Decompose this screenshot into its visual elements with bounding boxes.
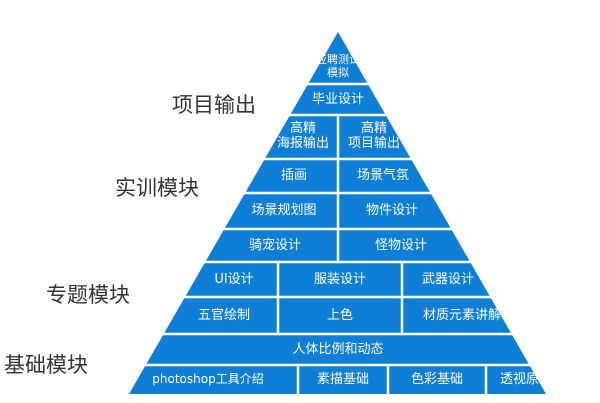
tier-label-basic: 基础模块 (4, 353, 88, 377)
cell-project-output: 高精 项目输出 (347, 121, 400, 151)
tier-label-training: 实训模块 (115, 176, 199, 200)
cell-mount: 骑宠设计 (248, 237, 301, 253)
cell-scene-plan: 场景规划图 (251, 203, 317, 219)
cell-anatomy: 人体比例和动态 (292, 341, 384, 357)
cell-illustration: 插画 (280, 167, 307, 183)
cell-poster: 高精 海报输出 (276, 121, 329, 151)
cell-face: 五官绘制 (197, 307, 250, 323)
pyramid-dividers (0, 82, 600, 394)
tier-label-project: 项目输出 (172, 93, 256, 117)
cell-apex: 应聘测试 模拟 (316, 53, 360, 79)
cell-weapon: 武器设计 (421, 271, 474, 287)
cell-perspective: 透视原理 (499, 371, 552, 387)
cell-material: 材质元素讲解 (422, 307, 501, 323)
cell-graduation: 毕业设计 (311, 91, 364, 107)
cell-props: 物件设计 (365, 203, 418, 219)
cell-costume: 服装设计 (313, 271, 366, 287)
cell-ui: UI设计 (214, 271, 254, 287)
cell-sketch: 素描基础 (316, 371, 369, 387)
tier-label-special: 专题模块 (46, 283, 130, 307)
cell-atmosphere: 场景气氛 (356, 167, 409, 183)
cell-color-basics: 色彩基础 (410, 371, 463, 387)
cell-monster: 怪物设计 (374, 237, 427, 253)
cell-photoshop: photoshop工具介绍 (152, 372, 264, 387)
cell-coloring: 上色 (326, 307, 353, 323)
